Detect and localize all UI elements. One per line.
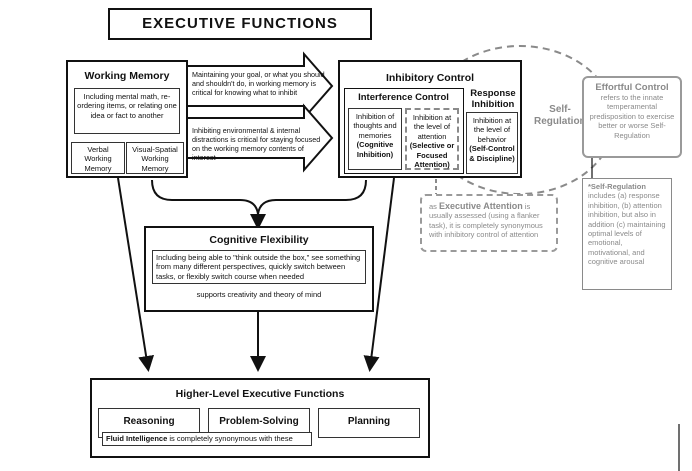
- fluid-intelligence-note: Fluid Intelligence is completely synonym…: [102, 432, 312, 446]
- response-inhibition-title: Response Inhibition: [470, 88, 516, 110]
- working-memory-box: Working Memory Including mental math, re…: [66, 60, 188, 178]
- cognitive-flexibility-box: Cognitive Flexibility Including being ab…: [144, 226, 374, 312]
- verbal-working-memory: Verbal Working Memory: [71, 142, 125, 174]
- inhibitory-control-box: Inhibitory Control Interference Control …: [338, 60, 522, 178]
- page-title: EXECUTIVE FUNCTIONS: [108, 8, 372, 40]
- effortful-control-box: Effortful Control refers to the innate t…: [582, 76, 682, 158]
- upper-arrow-text: Maintaining your goal, or what you shoul…: [192, 70, 325, 97]
- lower-arrow-text: Inhibiting environmental & internal dist…: [192, 126, 321, 162]
- self-regulation-label: Self-Regulation*: [534, 104, 590, 127]
- planning-box: Planning: [318, 408, 420, 438]
- interference-control-title: Interference Control: [358, 92, 449, 103]
- attention-inhibition: Inhibition at the level of attention (Se…: [405, 108, 459, 170]
- higher-level-title: Higher-Level Executive Functions: [175, 388, 345, 400]
- behavior-inhibition: Inhibition at the level of behavior (Sel…: [466, 112, 518, 174]
- executive-attention-box: as Executive Attention is usually assess…: [420, 194, 558, 252]
- cognitive-flexibility-title: Cognitive Flexibility: [209, 234, 309, 246]
- cognitive-flexibility-supports: supports creativity and theory of mind: [196, 290, 322, 299]
- thoughts-inhibition: Inhibition of thoughts and memories (Cog…: [348, 108, 402, 170]
- higher-level-box: Higher-Level Executive Functions Reasoni…: [90, 378, 430, 458]
- brace: [151, 179, 367, 215]
- working-memory-title: Working Memory: [84, 70, 170, 82]
- cognitive-flexibility-desc: Including being able to "think outside t…: [152, 250, 366, 284]
- working-memory-desc: Including mental math, re-ordering items…: [74, 88, 180, 134]
- inhibitory-control-title: Inhibitory Control: [385, 72, 475, 84]
- self-regulation-note: *Self-Regulation includes (a) response i…: [582, 178, 672, 290]
- interference-control-box: Interference Control Inhibition of thoug…: [344, 88, 464, 174]
- visual-spatial-working-memory: Visual-Spatial Working Memory: [126, 142, 184, 174]
